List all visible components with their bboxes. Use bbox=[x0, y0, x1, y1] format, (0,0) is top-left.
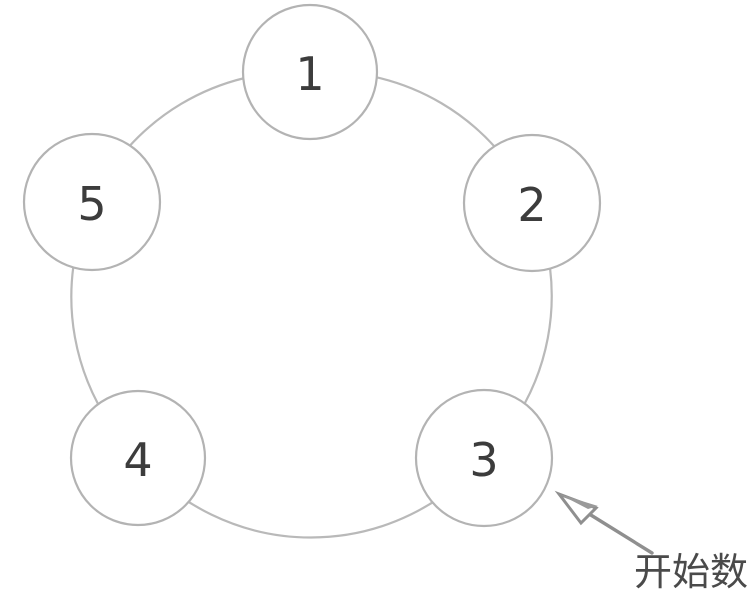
node-3-circle[interactable] bbox=[414, 388, 554, 528]
arrow-head-barb bbox=[559, 494, 598, 509]
arrow-head-icon bbox=[554, 490, 599, 526]
node-1-circle[interactable] bbox=[241, 3, 379, 141]
node-2[interactable]: 2 bbox=[462, 133, 602, 273]
node-5-label: 5 bbox=[77, 177, 106, 231]
node-4[interactable]: 4 bbox=[69, 389, 207, 527]
node-5[interactable]: 5 bbox=[22, 132, 162, 272]
node-2-label: 2 bbox=[517, 178, 546, 232]
node-2-circle[interactable] bbox=[462, 133, 602, 273]
node-4-label: 4 bbox=[123, 433, 152, 487]
node-4-circle[interactable] bbox=[69, 389, 207, 527]
node-3[interactable]: 3 bbox=[414, 388, 554, 528]
node-3-label: 3 bbox=[469, 433, 498, 487]
start-annotation-label: 开始数 bbox=[634, 550, 749, 594]
node-1[interactable]: 1 bbox=[241, 3, 379, 141]
arrow-shaft bbox=[584, 510, 654, 555]
start-pointer-arrow bbox=[554, 490, 654, 555]
node-1-label: 1 bbox=[295, 47, 324, 101]
node-5-circle[interactable] bbox=[22, 132, 162, 272]
